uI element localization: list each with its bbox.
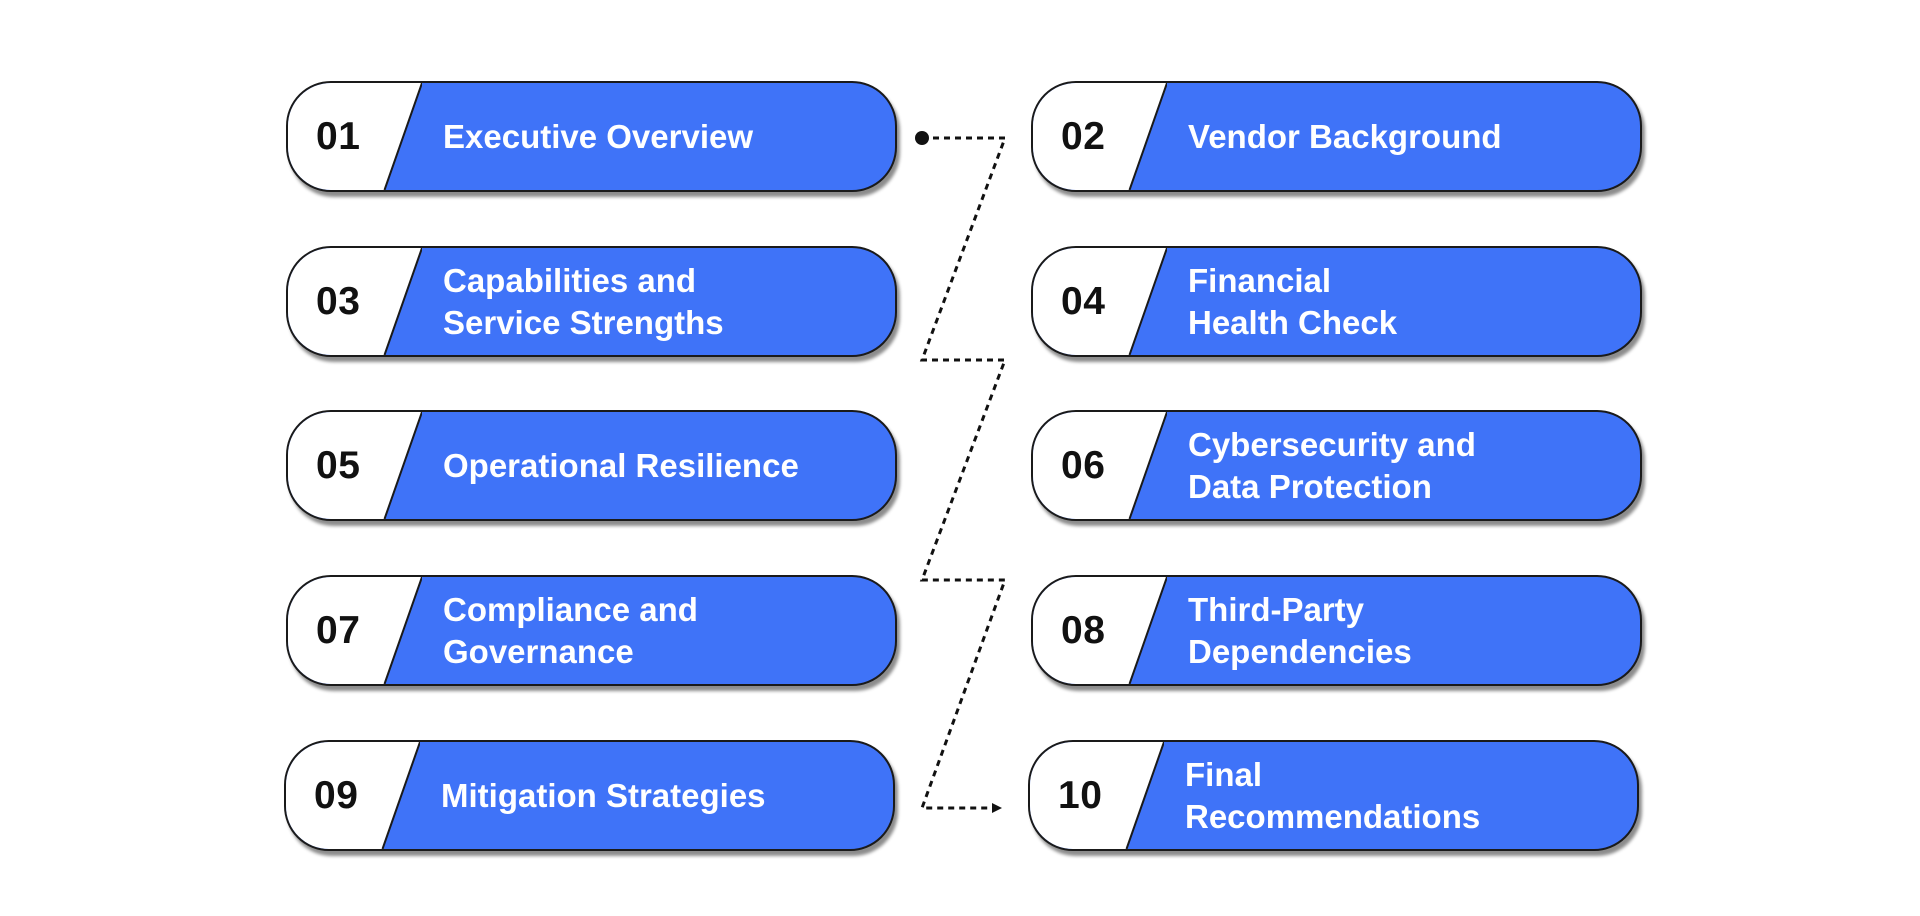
step-title: Mitigation Strategies bbox=[441, 776, 766, 814]
step-number: 09 bbox=[314, 773, 359, 817]
step-card-09: 09 Mitigation Strategies bbox=[284, 740, 895, 851]
step-number: 10 bbox=[1058, 773, 1103, 817]
step-number: 03 bbox=[316, 279, 361, 323]
step-divider-slash bbox=[1125, 742, 1164, 849]
step-number: 06 bbox=[1061, 443, 1106, 487]
step-number: 01 bbox=[316, 114, 361, 158]
step-number: 02 bbox=[1061, 114, 1106, 158]
step-number: 07 bbox=[316, 608, 361, 652]
step-card-07: 07 Compliance and Governance bbox=[286, 575, 897, 686]
step-title: Capabilities and Service Strengths bbox=[443, 262, 724, 341]
step-divider-slash bbox=[1128, 412, 1167, 519]
step-card-02: 02 Vendor Background bbox=[1031, 81, 1642, 192]
step-card-08: 08 Third-Party Dependencies bbox=[1031, 575, 1642, 686]
step-card-06: 06 Cybersecurity and Data Protection bbox=[1031, 410, 1642, 521]
step-card-01: 01 Executive Overview bbox=[286, 81, 897, 192]
step-divider-slash bbox=[383, 412, 422, 519]
step-title: Final Recommendations bbox=[1185, 756, 1481, 835]
step-card-03: 03 Capabilities and Service Strengths bbox=[286, 246, 897, 357]
step-number: 05 bbox=[316, 443, 361, 487]
step-divider-slash bbox=[1128, 577, 1167, 684]
step-title: Executive Overview bbox=[443, 117, 754, 155]
connector-line bbox=[919, 136, 1008, 813]
step-title: Vendor Background bbox=[1188, 117, 1502, 155]
step-title: Operational Resilience bbox=[443, 446, 799, 484]
step-title: Third-Party Dependencies bbox=[1188, 591, 1412, 670]
step-divider-slash bbox=[383, 577, 422, 684]
step-divider-slash bbox=[381, 742, 420, 849]
step-card-04: 04 Financial Health Check bbox=[1031, 246, 1642, 357]
step-divider-slash bbox=[383, 248, 422, 355]
step-title: Financial Health Check bbox=[1188, 262, 1398, 341]
step-divider-slash bbox=[383, 83, 422, 190]
step-divider-slash bbox=[1128, 248, 1167, 355]
step-number: 04 bbox=[1061, 279, 1106, 323]
step-card-10: 10 Final Recommendations bbox=[1028, 740, 1639, 851]
step-title: Cybersecurity and Data Protection bbox=[1188, 426, 1476, 505]
step-number: 08 bbox=[1061, 608, 1106, 652]
step-divider-slash bbox=[1128, 83, 1167, 190]
step-title: Compliance and Governance bbox=[443, 591, 698, 670]
connector-start-dot bbox=[915, 131, 929, 145]
step-card-05: 05 Operational Resilience bbox=[286, 410, 897, 521]
